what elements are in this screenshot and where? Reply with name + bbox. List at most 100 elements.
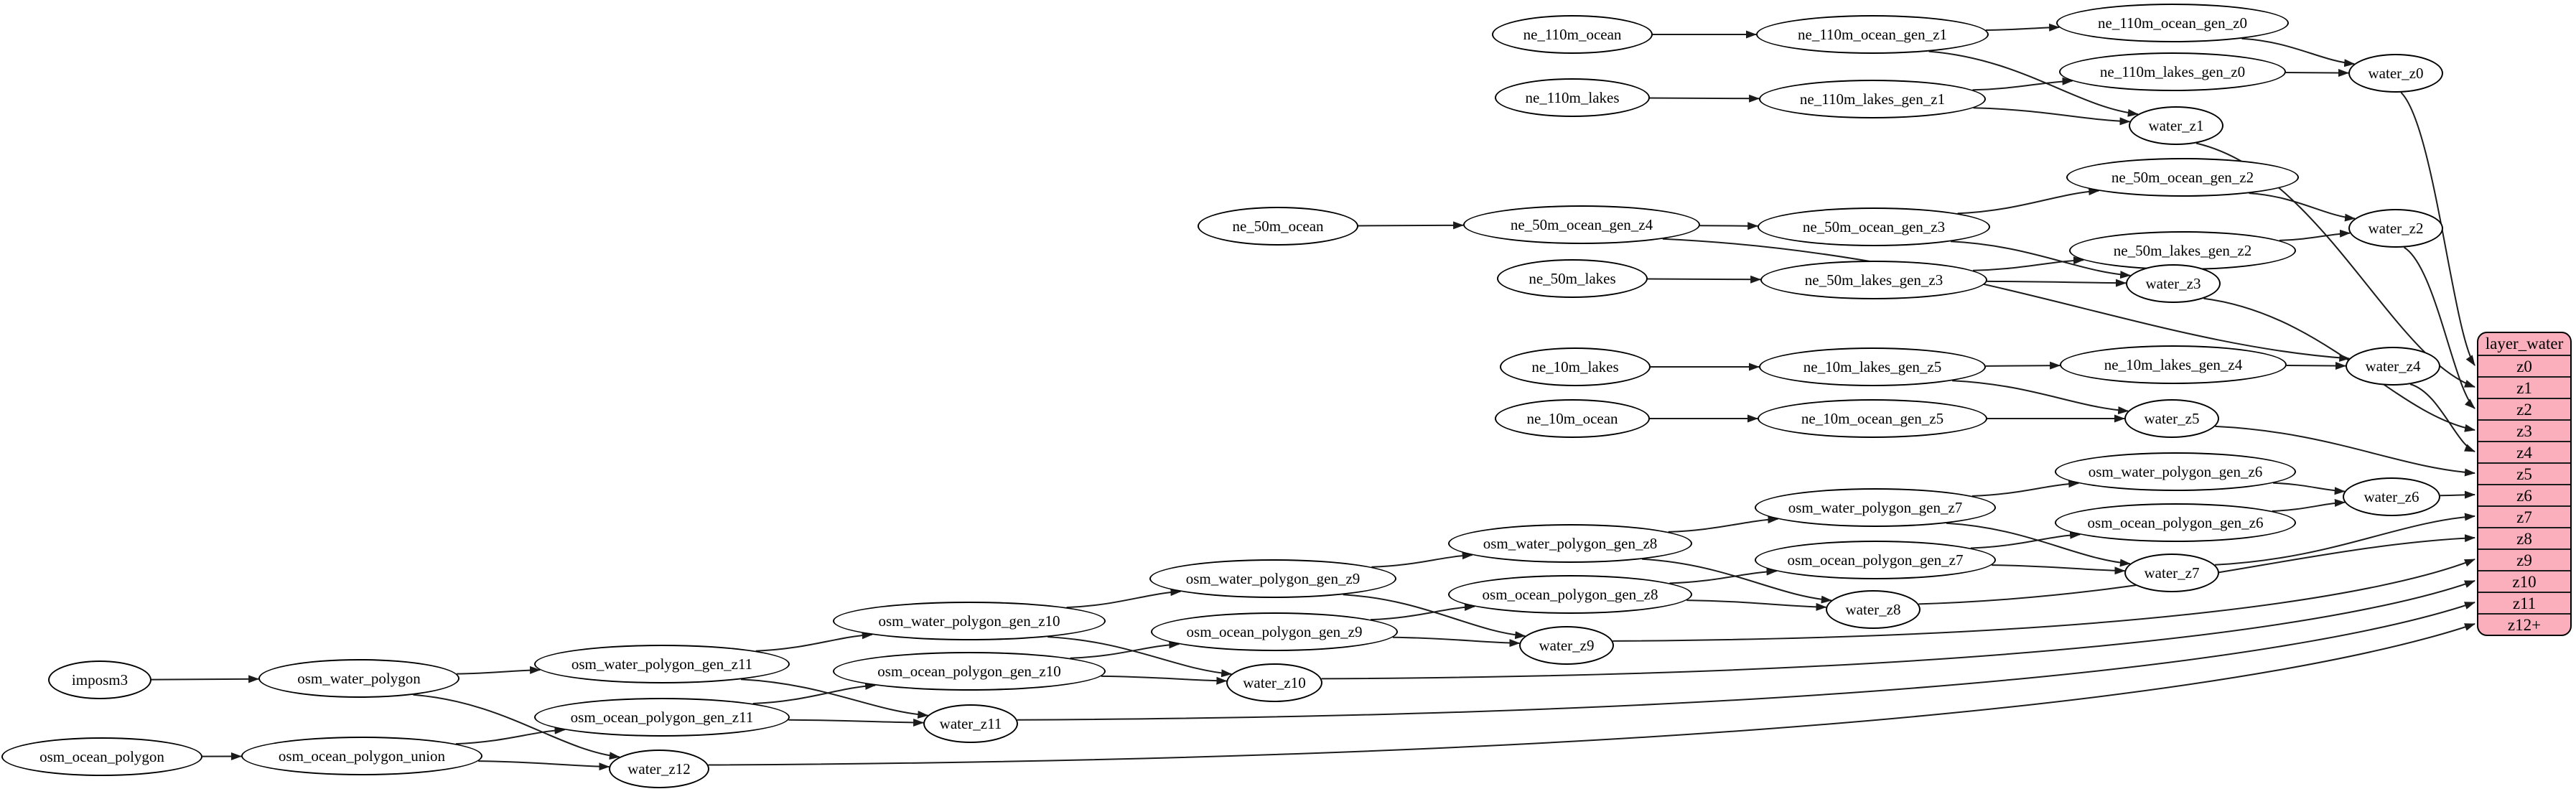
ne-110m-ocean-gen-z1-node: ne_110m_ocean_gen_z1 xyxy=(1756,15,1989,54)
edge-water_z8-to-layer-water-z8 xyxy=(1918,534,2475,605)
edge-ne_50m_lakes_gen_z2-to-water_z2 xyxy=(2279,229,2351,241)
osm-ocean-polygon-gen-z7-node: osm_ocean_polygon_gen_z7 xyxy=(1755,541,1996,579)
osm-water-polygon-gen-z8-node: osm_water_polygon_gen_z8 xyxy=(1448,524,1692,563)
osm-ocean-polygon-gen-z6-node: osm_ocean_polygon_gen_z6 xyxy=(2055,503,2296,542)
edge-osm_water_polygon-to-osm_water_polygon_gen_z11 xyxy=(456,666,541,675)
edge-osm_water_polygon_gen_z6-to-water_z6 xyxy=(2273,482,2346,495)
edge-ne_50m_ocean_gen_z3-to-ne_50m_ocean_gen_z2 xyxy=(1957,187,2100,215)
edge-ne_50m_ocean_gen_z4-to-ne_50m_ocean_gen_z3 xyxy=(1699,222,1759,230)
edge-osm_ocean_polygon_gen_z6-to-water_z6 xyxy=(2272,498,2346,512)
edge-water_z11-to-layer-water-z11 xyxy=(1017,602,2475,721)
edge-osm_water_polygon-to-water_z12 xyxy=(413,694,620,760)
edge-water_z4-to-layer-water-z4 xyxy=(2409,383,2475,452)
edge-osm_ocean_polygon_gen_z10-to-water_z10 xyxy=(1101,675,1228,685)
layer-water-row-z0: z0 xyxy=(2478,355,2570,376)
layer-water-row-z8: z8 xyxy=(2478,527,2570,548)
osm-water-polygon-gen-z6-node: osm_water_polygon_gen_z6 xyxy=(2055,452,2296,491)
layer-water-row-z11: z11 xyxy=(2478,592,2570,613)
layer-water-row-z12plus: z12+ xyxy=(2478,613,2570,635)
ne-50m-ocean-gen-z3-node: ne_50m_ocean_gen_z3 xyxy=(1758,207,1990,246)
edge-osm_ocean_polygon_union-to-osm_ocean_polygon_gen_z11 xyxy=(455,726,566,745)
imposm3-node: imposm3 xyxy=(48,660,151,699)
osm-ocean-polygon-gen-z11-node: osm_ocean_polygon_gen_z11 xyxy=(534,698,790,737)
layer-water-row-z1: z1 xyxy=(2478,376,2570,398)
edge-ne_50m_lakes_gen_z3-to-ne_50m_lakes_gen_z2 xyxy=(1972,256,2084,271)
water-z12-node: water_z12 xyxy=(609,750,709,788)
osm-ocean-polygon-node: osm_ocean_polygon xyxy=(1,737,202,776)
layer-water-row-z7: z7 xyxy=(2478,505,2570,527)
edge-ne_10m_lakes_gen_z5-to-water_z5 xyxy=(1952,380,2129,415)
ne-50m-ocean-gen-z4-node: ne_50m_ocean_gen_z4 xyxy=(1463,205,1700,244)
water-z9-node: water_z9 xyxy=(1519,626,1614,665)
ne-110m-lakes-gen-z1-node: ne_110m_lakes_gen_z1 xyxy=(1759,80,1986,118)
edge-ne_50m_lakes_gen_z3-to-water_z3 xyxy=(1987,279,2127,287)
edge-osm_ocean_polygon_union-to-water_z12 xyxy=(478,760,610,771)
layer-water-header: layer_water xyxy=(2485,335,2564,353)
layer-water-row-z2: z2 xyxy=(2478,398,2570,419)
water-z5-node: water_z5 xyxy=(2124,399,2219,438)
edge-osm_water_polygon_gen_z11-to-osm_water_polygon_gen_z10 xyxy=(755,631,873,652)
edge-imposm3-to-osm_water_polygon xyxy=(151,675,260,683)
osm-ocean-polygon-union-node: osm_ocean_polygon_union xyxy=(241,737,482,775)
edge-osm_ocean_polygon_gen_z11-to-osm_ocean_polygon_gen_z10 xyxy=(752,681,877,704)
edge-osm_water_polygon_gen_z9-to-osm_water_polygon_gen_z8 xyxy=(1371,551,1473,568)
ne-50m-lakes-node: ne_50m_lakes xyxy=(1497,259,1648,298)
edge-ne_50m_ocean-to-ne_50m_ocean_gen_z4 xyxy=(1358,221,1465,230)
water-z7-node: water_z7 xyxy=(2124,554,2219,592)
edge-osm_water_polygon_gen_z10-to-water_z10 xyxy=(1047,636,1233,678)
edge-ne_50m_lakes-to-ne_50m_lakes_gen_z3 xyxy=(1647,275,1762,284)
ne-10m-lakes-gen-z5-node: ne_10m_lakes_gen_z5 xyxy=(1759,347,1986,386)
layer-water-row-z3: z3 xyxy=(2478,419,2570,441)
edge-water_z5-to-layer-water-z5 xyxy=(2215,425,2475,477)
edge-ne_110m_ocean_gen_z0-to-water_z0 xyxy=(2241,37,2356,67)
edge-osm_water_polygon_gen_z8-to-osm_water_polygon_gen_z7 xyxy=(1668,515,1779,533)
edge-osm_ocean_polygon_gen_z8-to-water_z8 xyxy=(1686,599,1827,611)
edge-ne_50m_ocean_gen_z2-to-water_z2 xyxy=(2249,192,2356,222)
water-z0-node: water_z0 xyxy=(2348,54,2443,93)
edge-osm_water_polygon_gen_z7-to-water_z7 xyxy=(1946,522,2131,567)
edge-osm_ocean_polygon_gen_z10-to-osm_ocean_polygon_gen_z9 xyxy=(1070,640,1180,659)
edge-water_z10-to-layer-water-z10 xyxy=(1321,580,2475,680)
edge-ne_110m_ocean_gen_z1-to-ne_110m_ocean_gen_z0 xyxy=(1985,23,2061,32)
edge-ne_110m_lakes-to-ne_110m_lakes_gen_z1 xyxy=(1649,94,1760,103)
ne-110m-ocean-node: ne_110m_ocean xyxy=(1492,15,1653,54)
edge-water_z7-to-layer-water-z7 xyxy=(2214,513,2475,566)
edge-osm_ocean_polygon_gen_z9-to-osm_ocean_polygon_gen_z8 xyxy=(1370,603,1475,621)
ne-10m-lakes-gen-z4-node: ne_10m_lakes_gen_z4 xyxy=(2060,345,2287,384)
edge-ne_10m_lakes_gen_z4-to-water_z4 xyxy=(2286,362,2346,370)
osm-ocean-polygon-gen-z9-node: osm_ocean_polygon_gen_z9 xyxy=(1151,612,1398,651)
edge-water_z2-to-layer-water-z2 xyxy=(2404,246,2475,409)
ne-10m-ocean-node: ne_10m_ocean xyxy=(1495,399,1650,438)
water-z2-node: water_z2 xyxy=(2348,209,2443,248)
ne-110m-lakes-node: ne_110m_lakes xyxy=(1495,78,1650,117)
layer-water-row-z5: z5 xyxy=(2478,462,2570,484)
ne-110m-lakes-gen-z0-node: ne_110m_lakes_gen_z0 xyxy=(2059,52,2286,91)
osm-ocean-polygon-gen-z8-node: osm_ocean_polygon_gen_z8 xyxy=(1448,575,1692,614)
edge-ne_50m_ocean_gen_z4-to-water_z4 xyxy=(1662,238,2351,362)
edge-ne_50m_ocean_gen_z3-to-water_z3 xyxy=(1950,241,2132,279)
edge-osm_water_polygon_gen_z11-to-water_z11 xyxy=(740,678,929,719)
edge-group xyxy=(151,23,2475,771)
water-z1-node: water_z1 xyxy=(2129,106,2223,145)
edge-osm_water_polygon_gen_z7-to-osm_water_polygon_gen_z6 xyxy=(1971,480,2080,497)
layer-water-row-z4: z4 xyxy=(2478,441,2570,462)
ne-110m-ocean-gen-z0-node: ne_110m_ocean_gen_z0 xyxy=(2056,4,2289,42)
ne-50m-ocean-gen-z2-node: ne_50m_ocean_gen_z2 xyxy=(2066,158,2299,197)
water-z10-node: water_z10 xyxy=(1226,663,1322,702)
edge-osm_water_polygon_gen_z10-to-osm_water_polygon_gen_z9 xyxy=(1066,588,1182,609)
layer-water-row-z10: z10 xyxy=(2478,570,2570,592)
water-z11-node: water_z11 xyxy=(923,704,1018,743)
edge-osm_water_polygon_gen_z8-to-water_z8 xyxy=(1642,558,1832,604)
edge-osm_ocean_polygon_gen_z9-to-water_z9 xyxy=(1392,636,1521,648)
edge-ne_110m_lakes_gen_z1-to-ne_110m_lakes_gen_z0 xyxy=(1972,77,2073,91)
ne-50m-ocean-node: ne_50m_ocean xyxy=(1198,207,1358,246)
edge-ne_110m_lakes_gen_z1-to-water_z1 xyxy=(1973,107,2131,126)
layer-water-row-z9: z9 xyxy=(2478,548,2570,570)
ne-10m-ocean-gen-z5-node: ne_10m_ocean_gen_z5 xyxy=(1758,399,1987,438)
ne-10m-lakes-node: ne_10m_lakes xyxy=(1500,347,1651,386)
water-z3-node: water_z3 xyxy=(2126,264,2221,303)
edge-water_z9-to-layer-water-z9 xyxy=(1613,559,2475,642)
